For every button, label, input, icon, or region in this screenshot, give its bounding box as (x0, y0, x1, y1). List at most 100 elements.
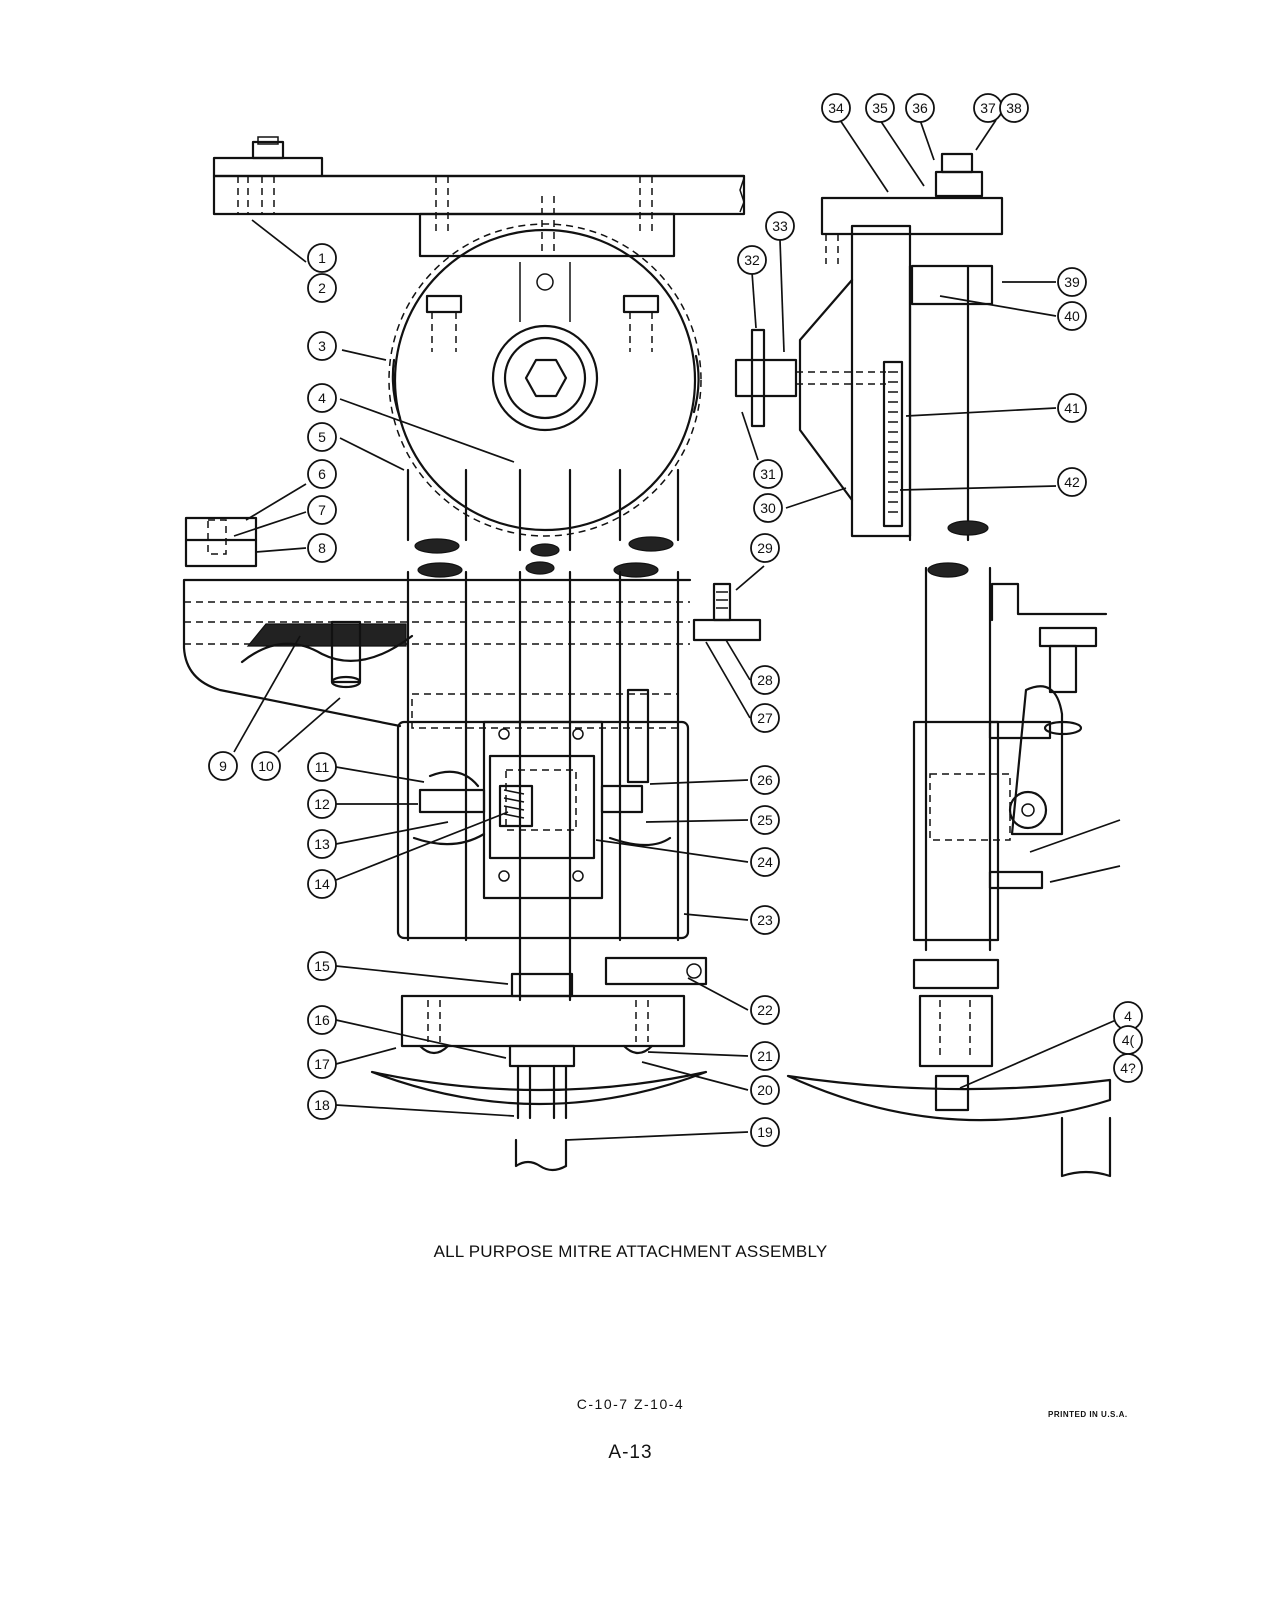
callout-38: 38 (999, 93, 1029, 123)
callout-circle (307, 752, 337, 782)
callout-circle (307, 1005, 337, 1035)
callout-label: 23 (757, 912, 773, 928)
callout-circle (753, 459, 783, 489)
callout-circle (750, 1041, 780, 1071)
callout-12: 12 (307, 789, 337, 819)
callout-label: 10 (258, 758, 274, 774)
callout-7: 7 (307, 495, 337, 525)
callout-label: 24 (757, 854, 773, 870)
side-view-top (734, 152, 1004, 578)
callout-label: 7 (318, 502, 326, 518)
callout-label: 17 (314, 1056, 330, 1072)
set-screw-block (692, 582, 762, 642)
callout-label: 4( (1122, 1032, 1135, 1048)
callout-circle (750, 765, 780, 795)
callout-36: 36 (905, 93, 935, 123)
callout-circle (208, 751, 238, 781)
callout-21: 21 (750, 1041, 780, 1071)
callout-17: 17 (307, 1049, 337, 1079)
callout-circle (307, 789, 337, 819)
callout-label: 9 (219, 758, 227, 774)
callout-45: 4? (1113, 1053, 1143, 1083)
callout-circle (750, 995, 780, 1025)
callout-label: 25 (757, 812, 773, 828)
callout-circle (750, 533, 780, 563)
callout-label: 35 (872, 100, 888, 116)
callout-5: 5 (307, 422, 337, 452)
callout-circle (307, 243, 337, 273)
callout-9: 9 (208, 751, 238, 781)
callout-4: 4 (307, 383, 337, 413)
callout-11: 11 (307, 752, 337, 782)
printed-in-usa-note: PRINTED IN U.S.A. (1048, 1410, 1128, 1419)
table-bed (182, 578, 692, 728)
callout-31: 31 (753, 459, 783, 489)
callout-label: 8 (318, 540, 326, 556)
callout-label: 11 (315, 759, 330, 775)
callout-35: 35 (865, 93, 895, 123)
callout-label: 5 (318, 429, 326, 445)
callout-circle (1057, 467, 1087, 497)
callout-label: 39 (1064, 274, 1080, 290)
callout-42: 42 (1057, 467, 1087, 497)
callout-circle (307, 273, 337, 303)
callout-circle (750, 805, 780, 835)
callout-circle (307, 459, 337, 489)
callout-label: 4? (1120, 1060, 1136, 1076)
callout-6: 6 (307, 459, 337, 489)
callout-label: 28 (757, 672, 773, 688)
callout-circle (307, 1049, 337, 1079)
drawing-title: ALL PURPOSE MITRE ATTACHMENT ASSEMBLY (433, 1242, 828, 1261)
callout-label: 18 (314, 1097, 330, 1113)
callout-40: 40 (1057, 301, 1087, 331)
callout-label: 36 (912, 100, 928, 116)
callout-circle (307, 495, 337, 525)
callout-label: 31 (760, 466, 776, 482)
callout-label: 21 (757, 1048, 773, 1064)
callout-circle (1057, 301, 1087, 331)
callout-10: 10 (251, 751, 281, 781)
callout-18: 18 (307, 1090, 337, 1120)
callout-39: 39 (1057, 267, 1087, 297)
callout-label: 20 (757, 1082, 773, 1098)
callout-label: 38 (1006, 100, 1022, 116)
callout-circle (865, 93, 895, 123)
callout-label: 3 (318, 338, 326, 354)
side-view-column (912, 566, 1108, 952)
callout-circle (905, 93, 935, 123)
drawing-code: C-10-7 Z-10-4 (576, 1396, 685, 1412)
callout-label: 15 (314, 958, 330, 974)
callout-circle (750, 905, 780, 935)
callout-circle (1057, 393, 1087, 423)
callout-circle (1113, 1053, 1143, 1083)
callout-13: 13 (307, 829, 337, 859)
callout-circle (307, 829, 337, 859)
callout-37: 37 (973, 93, 1003, 123)
page-number: A-13 (608, 1442, 653, 1463)
callout-label: 41 (1064, 400, 1080, 416)
callout-label: 6 (318, 466, 326, 482)
callout-14: 14 (307, 869, 337, 899)
callout-circle (307, 533, 337, 563)
callout-label: 16 (314, 1012, 330, 1028)
callout-label: 13 (314, 836, 330, 852)
callout-32: 32 (737, 245, 767, 275)
callout-30: 30 (753, 493, 783, 523)
indexing-disc (388, 223, 702, 537)
callout-label: 30 (760, 500, 776, 516)
clamp-block (184, 516, 258, 568)
callout-26: 26 (750, 765, 780, 795)
callout-label: 22 (757, 1002, 773, 1018)
callout-label: 27 (757, 710, 773, 726)
callout-label: 19 (757, 1124, 773, 1140)
callout-15: 15 (307, 951, 337, 981)
callout-1: 1 (307, 243, 337, 273)
callout-label: 2 (318, 280, 326, 296)
callout-label: 34 (828, 100, 844, 116)
upper-columns (406, 468, 680, 578)
callout-20: 20 (750, 1075, 780, 1105)
callout-33: 33 (765, 211, 795, 241)
callout-19: 19 (750, 1117, 780, 1147)
callout-22: 22 (750, 995, 780, 1025)
